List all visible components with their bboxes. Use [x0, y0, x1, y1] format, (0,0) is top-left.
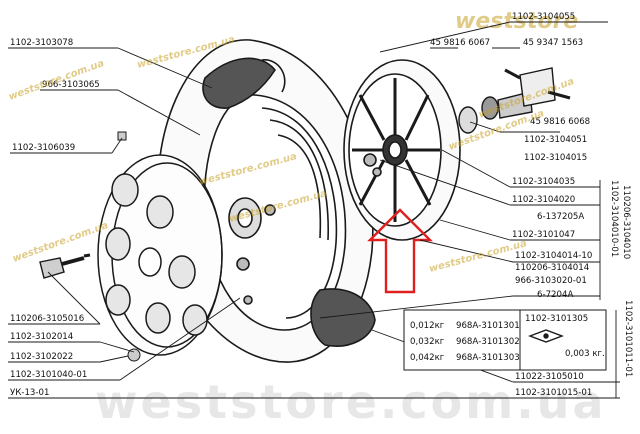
label-3103020: 966-3103020-01 [515, 276, 587, 286]
label-3106039: 1102-3106039 [12, 143, 75, 153]
label-bolt-1563: 45 9347 1563 [523, 38, 583, 48]
brake-drum [343, 59, 461, 241]
label-3102022: 1102-3102022 [10, 352, 73, 362]
label-3101040: 1102-3101040-01 [10, 370, 87, 380]
weights-table-box [403, 309, 607, 371]
direction-arrow [367, 208, 433, 294]
watermark-small-8: weststore.com.ua [428, 238, 528, 275]
weight-row-2-part: 968А-3101302 [456, 337, 520, 347]
label-3104014-10: 1102-3104014-10 [515, 251, 592, 261]
label-7204: 6-7204А [537, 290, 573, 300]
label-3104051: 1102-3104051 [524, 135, 587, 145]
weight-row-1-weight: 0,012кг [410, 321, 445, 331]
weight-row-2-weight: 0,032кг [410, 337, 445, 347]
label-137205: 6-137205А [537, 212, 584, 222]
label-vert-110206: 110206-3104010 [621, 185, 631, 259]
watermark-large: weststore.com.ua [95, 375, 606, 429]
wheel-bolt [39, 253, 91, 279]
weights-table: 0,012кг 968А-3101301 0,032кг 968А-310130… [410, 321, 605, 363]
valve-cap [117, 131, 127, 141]
clip-weight: 0,003 кг. [565, 349, 605, 359]
label-3101015: 1102-3101015-01 [515, 388, 592, 398]
label-3104055: 1102-3104055 [512, 12, 575, 22]
weight-row-3-part: 968А-3101303 [456, 353, 520, 363]
label-110206-3104014: 110206-3104014 [515, 263, 589, 273]
label-vert-3104010: 1102-3104010-01 [609, 180, 619, 257]
leader-lines [8, 21, 620, 399]
label-bolt-6067: 45 9816 6067 [430, 38, 490, 48]
label-vert-3101011: 1102-3101011-01 [623, 300, 633, 377]
hubcap [97, 154, 223, 356]
balance-nut [127, 348, 141, 362]
label-3102014: 1102-3102014 [10, 332, 73, 342]
label-3105010: 11022-3105010 [515, 372, 584, 382]
label-3101047: 1102-3101047 [512, 230, 575, 240]
hub-bearing [458, 67, 571, 134]
clip-icon [528, 329, 564, 343]
weight-row-1-part: 968А-3101301 [456, 321, 520, 331]
part-labels: 1102-3103078 966-3103065 1102-3106039 11… [10, 12, 633, 398]
weight-row-3-weight: 0,042кг [410, 353, 445, 363]
label-bolt-6068: 45 9816 6068 [530, 117, 590, 127]
label-3104015: 1102-3104015 [524, 153, 587, 163]
label-3103065: 966-3103065 [42, 80, 100, 90]
label-yk: УК-13-01 [10, 388, 49, 398]
label-3104020: 1102-3104020 [512, 195, 575, 205]
label-3104035: 1102-3104035 [512, 177, 575, 187]
label-3103078: 1102-3103078 [10, 38, 73, 48]
label-3105016: 110206-3105016 [10, 314, 84, 324]
label-3101305: 1102-3101305 [525, 314, 588, 324]
